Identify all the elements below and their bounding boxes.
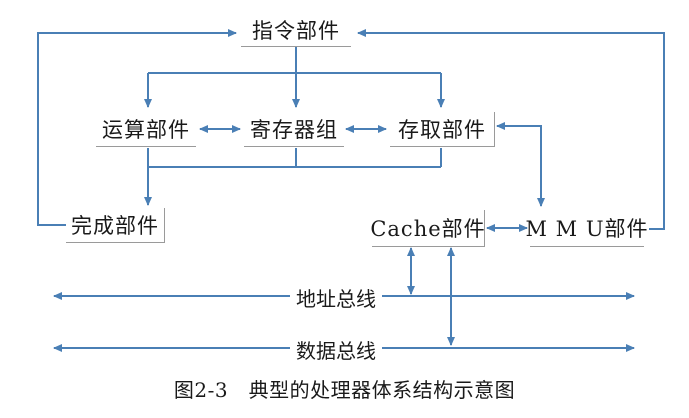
- completion-unit: 完成部件: [66, 208, 165, 243]
- wire-completion-feedback: [37, 29, 237, 226]
- alu-unit-label: 运算部件: [102, 118, 190, 142]
- cache-unit-label: Cache部件: [370, 217, 486, 241]
- access-unit-label: 存取部件: [398, 118, 486, 142]
- register-file-label: 寄存器组: [250, 118, 338, 142]
- data-bus-label: 数据总线: [290, 335, 382, 364]
- wire-mmu-feedback: [357, 29, 665, 230]
- instruction-unit-label: 指令部件: [252, 19, 340, 43]
- wire-access-mmu: [496, 122, 545, 207]
- address-bus-label: 地址总线: [290, 283, 382, 312]
- mmu-unit: M M U部件: [525, 210, 648, 247]
- access-unit: 存取部件: [390, 112, 495, 147]
- cache-unit: Cache部件: [370, 210, 486, 247]
- mmu-unit-label: M M U部件: [525, 217, 649, 241]
- alu-unit: 运算部件: [96, 112, 196, 147]
- instruction-unit: 指令部件: [241, 14, 351, 47]
- register-file: 寄存器组: [244, 112, 344, 147]
- figure-caption: 图2-3 典型的处理器体系结构示意图: [173, 378, 516, 402]
- completion-unit-label: 完成部件: [71, 214, 159, 238]
